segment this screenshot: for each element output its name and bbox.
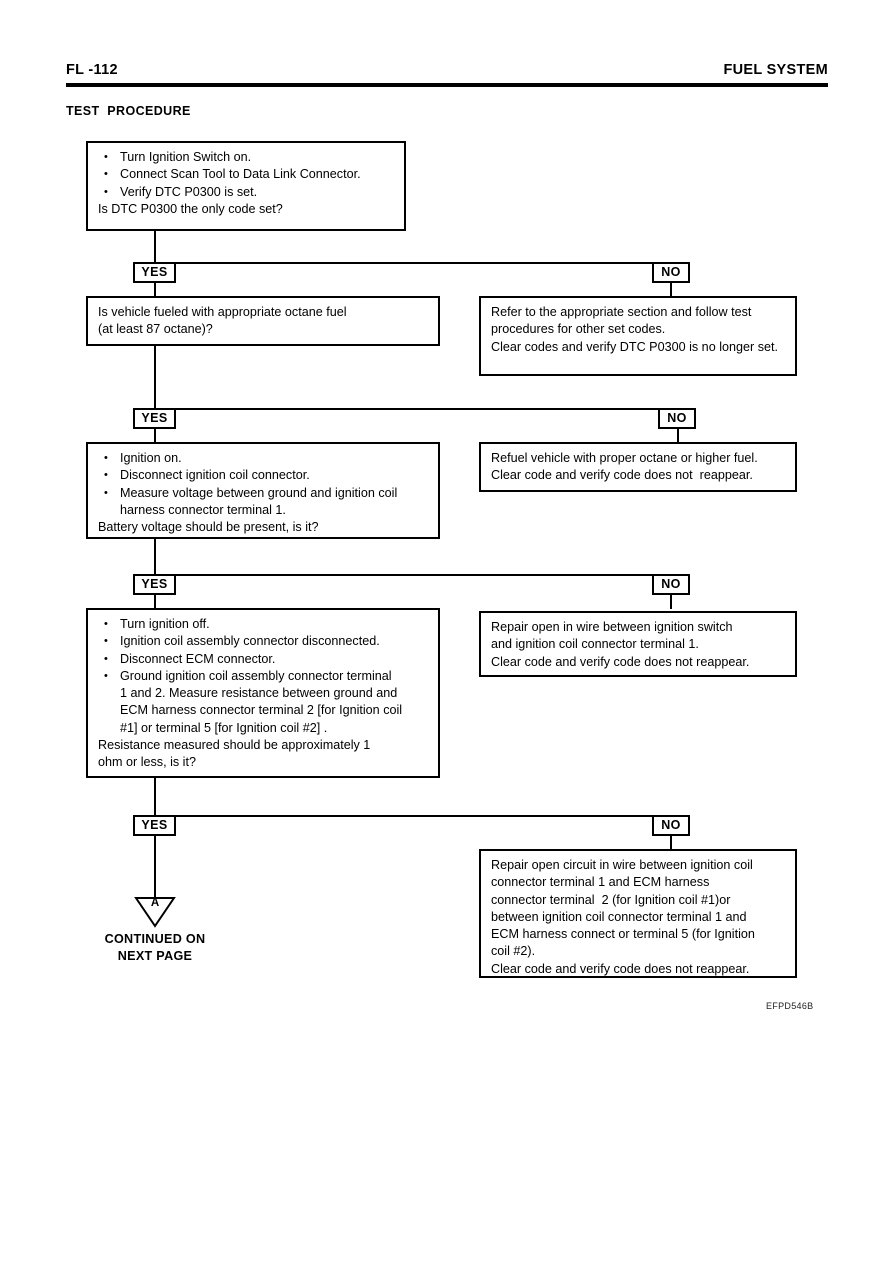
page-header: FL -112 FUEL SYSTEM <box>66 62 828 92</box>
badge-yes-step-3: YES <box>133 574 176 595</box>
step-4-bullet-1: Turn ignition off. <box>98 616 430 634</box>
badge-no-step-2: NO <box>658 408 696 429</box>
badge-yes-step-2: YES <box>133 408 176 429</box>
badge-no-step-1: NO <box>652 262 690 283</box>
decision-box-step-4: Turn ignition off. Ignition coil assembl… <box>86 608 440 778</box>
step-4-bullet-2: Ignition coil assembly connector disconn… <box>98 633 430 651</box>
step-3-question: Battery voltage should be present, is it… <box>98 520 319 535</box>
connector-step-3-yes-down <box>154 595 156 609</box>
connector-step-2-down <box>154 346 156 408</box>
continued-label: CONTINUED ON NEXT PAGE <box>104 932 206 963</box>
page-reference: FL -112 <box>66 62 118 78</box>
badge-no-step-3: NO <box>652 574 690 595</box>
connector-step-1-branch <box>154 262 672 264</box>
result-box-step-1-no-left: Is vehicle fueled with appropriate octan… <box>86 296 440 346</box>
decision-box-step-1: Turn Ignition Switch on. Connect Scan To… <box>86 141 406 231</box>
step-3-bullet-2: Disconnect ignition coil connector. <box>98 467 430 485</box>
continued-marker-letter: A <box>150 897 160 909</box>
connector-step-2-no-tail <box>677 429 679 443</box>
step-4-no-result: Repair open circuit in wire between igni… <box>491 858 755 976</box>
badge-yes-step-1: YES <box>133 262 176 283</box>
step-3-no-result: Repair open in wire between ignition swi… <box>491 620 750 669</box>
connector-step-1-no-tail <box>670 283 672 297</box>
step-2-question: Is vehicle fueled with appropriate octan… <box>98 305 347 337</box>
step-4-bullet-4: Ground ignition coil assembly connector … <box>98 668 430 737</box>
result-box-step-4-no: Repair open circuit in wire between igni… <box>479 849 797 978</box>
decision-box-step-3: Ignition on. Disconnect ignition coil co… <box>86 442 440 539</box>
connector-step-3-down <box>154 539 156 574</box>
continued-marker: A <box>133 895 177 929</box>
connector-step-2-branch <box>154 408 679 410</box>
result-box-step-2-no: Refuel vehicle with proper octane or hig… <box>479 442 797 492</box>
badge-yes-step-4: YES <box>133 815 176 836</box>
step-4-bullet-3: Disconnect ECM connector. <box>98 651 430 669</box>
system-title: FUEL SYSTEM <box>723 62 828 78</box>
connector-step-4-yes-down <box>154 836 156 900</box>
step-1-bullet-2: Connect Scan Tool to Data Link Connector… <box>98 166 396 184</box>
figure-code: EFPD546B <box>766 1001 814 1011</box>
result-box-step-3-no: Repair open in wire between ignition swi… <box>479 611 797 677</box>
connector-step-4-down <box>154 778 156 815</box>
step-2-no-result: Refuel vehicle with proper octane or hig… <box>491 451 758 483</box>
connector-step-2-yes-down <box>154 429 156 443</box>
connector-step-4-no-tail <box>670 836 672 850</box>
step-1-bullet-3: Verify DTC P0300 is set. <box>98 184 396 202</box>
triangle-down-icon <box>134 897 176 928</box>
connector-step-1-yes-down <box>154 283 156 297</box>
connector-step-3-no-tail <box>670 595 672 609</box>
connector-step-1-down <box>154 231 156 263</box>
section-title: TEST PROCEDURE <box>66 104 191 118</box>
step-1-no-result: Refer to the appropriate section and fol… <box>491 305 778 354</box>
connector-step-4-branch <box>154 815 672 817</box>
connector-step-3-branch <box>154 574 672 576</box>
step-1-bullet-1: Turn Ignition Switch on. <box>98 149 396 167</box>
step-1-question: Is DTC P0300 the only code set? <box>98 201 283 216</box>
step-3-bullet-1: Ignition on. <box>98 450 430 468</box>
badge-no-step-4: NO <box>652 815 690 836</box>
header-divider <box>66 83 828 87</box>
result-box-step-1-no: Refer to the appropriate section and fol… <box>479 296 797 376</box>
step-4-question: Resistance measured should be approximat… <box>98 738 371 770</box>
step-3-bullet-3: Measure voltage between ground and ignit… <box>98 485 430 520</box>
